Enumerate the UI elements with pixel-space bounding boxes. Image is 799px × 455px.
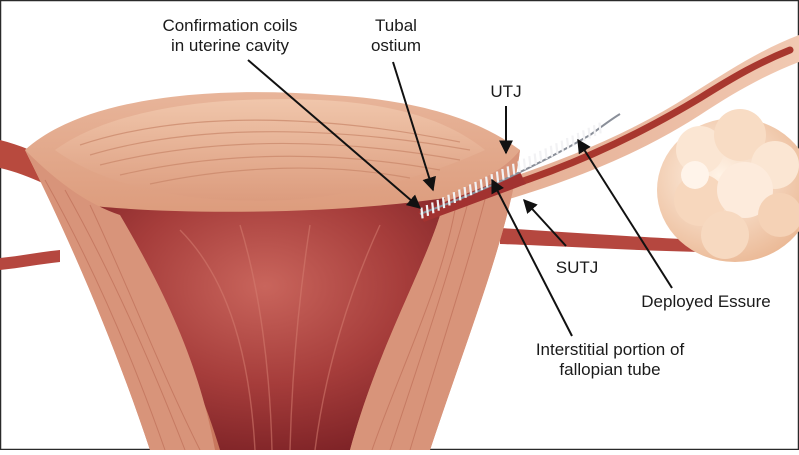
coil-winding	[438, 200, 439, 211]
coil-winding	[519, 161, 520, 172]
coil-winding	[524, 159, 525, 170]
coil-winding	[421, 208, 422, 219]
coil-winding	[497, 172, 498, 183]
coil-winding	[459, 190, 460, 201]
coil-winding	[454, 192, 455, 203]
coil-winding	[529, 156, 530, 167]
coil-winding	[470, 184, 471, 195]
label-interstitial: Interstitial portion of fallopian tube	[506, 340, 714, 380]
coil-winding	[599, 123, 600, 134]
coil-winding	[486, 177, 487, 188]
label-utj: UTJ	[476, 82, 536, 102]
coil-winding	[551, 146, 552, 157]
label-confirmation-coils: Confirmation coils in uterine cavity	[130, 16, 330, 56]
coil-winding	[443, 197, 444, 208]
coil-winding	[465, 187, 466, 198]
coil-winding	[513, 164, 514, 175]
label-sutj: SUTJ	[542, 258, 612, 278]
coil-winding	[502, 169, 503, 180]
coil-winding	[432, 202, 433, 213]
coil-winding	[448, 195, 449, 206]
coil-winding	[508, 166, 509, 177]
coil-winding	[556, 143, 557, 154]
coil-winding	[540, 151, 541, 162]
coil-winding	[567, 138, 568, 149]
coil-winding	[475, 182, 476, 193]
coil-winding	[562, 141, 563, 152]
coil-winding	[481, 179, 482, 190]
coil-winding	[589, 128, 590, 139]
label-tubal-ostium: Tubal ostium	[356, 16, 436, 56]
coil-winding	[545, 148, 546, 159]
coil-winding	[427, 205, 428, 216]
coil-winding	[572, 135, 573, 146]
coil-winding	[492, 174, 493, 185]
coil-winding	[594, 125, 595, 136]
coil-winding	[583, 130, 584, 141]
label-deployed-essure: Deployed Essure	[618, 292, 794, 312]
coil-winding	[535, 153, 536, 164]
